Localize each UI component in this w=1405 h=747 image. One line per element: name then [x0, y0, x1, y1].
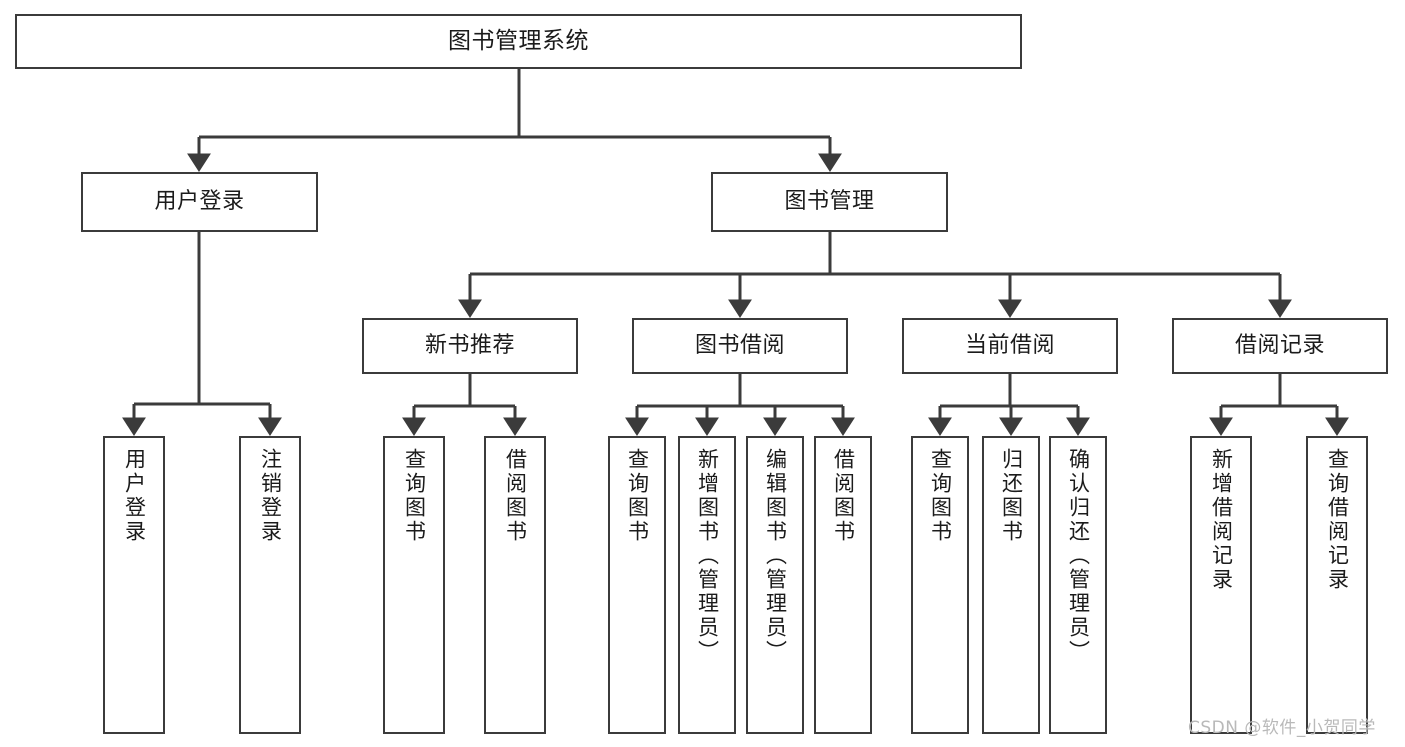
node-label: 图书借阅 [694, 332, 785, 358]
node-book-management[interactable]: 图书管理 [711, 172, 948, 232]
node-current-borrow[interactable]: 当前借阅 [902, 318, 1118, 374]
leaf-borrow-book[interactable]: 借阅图书 [814, 436, 872, 734]
leaf-user-login[interactable]: 用户登录 [103, 436, 165, 734]
node-label: 新增借阅记录 [1209, 448, 1234, 592]
node-label: 编辑图书（管理员） [763, 448, 788, 664]
node-label: 借阅图书 [831, 448, 856, 544]
node-label: 新书推荐 [424, 332, 515, 358]
node-label: 注销登录 [258, 448, 283, 544]
node-label: 用户登录 [154, 188, 245, 214]
leaf-query-borrow-record[interactable]: 查询借阅记录 [1306, 436, 1368, 734]
leaf-confirm-return-admin[interactable]: 确认归还（管理员） [1049, 436, 1107, 734]
leaf-query-book-borrow[interactable]: 查询图书 [608, 436, 666, 734]
node-label: 图书管理 [784, 188, 875, 214]
node-label: 查询图书 [402, 448, 427, 544]
node-borrow-record[interactable]: 借阅记录 [1172, 318, 1388, 374]
node-label: 归还图书 [999, 448, 1024, 544]
node-label: 用户登录 [122, 448, 147, 544]
node-label: 借阅图书 [503, 448, 528, 544]
node-label: 新增图书（管理员） [695, 448, 720, 664]
node-new-book-recommend[interactable]: 新书推荐 [362, 318, 578, 374]
node-label: 查询借阅记录 [1325, 448, 1350, 592]
leaf-query-book-recommend[interactable]: 查询图书 [383, 436, 445, 734]
node-label: 确认归还（管理员） [1066, 448, 1091, 664]
leaf-query-book-current[interactable]: 查询图书 [911, 436, 969, 734]
node-label: 当前借阅 [964, 332, 1055, 358]
node-root-system[interactable]: 图书管理系统 [15, 14, 1022, 69]
leaf-return-book[interactable]: 归还图书 [982, 436, 1040, 734]
leaf-add-book-admin[interactable]: 新增图书（管理员） [678, 436, 736, 734]
node-label: 借阅记录 [1234, 332, 1325, 358]
watermark: CSDN @软件_小贺同学 [1188, 718, 1376, 738]
node-book-borrow[interactable]: 图书借阅 [632, 318, 848, 374]
node-label: 查询图书 [625, 448, 650, 544]
leaf-edit-book-admin[interactable]: 编辑图书（管理员） [746, 436, 804, 734]
leaf-user-logout[interactable]: 注销登录 [239, 436, 301, 734]
node-user-login[interactable]: 用户登录 [81, 172, 318, 232]
node-label: 图书管理系统 [448, 27, 589, 54]
leaf-borrow-book-recommend[interactable]: 借阅图书 [484, 436, 546, 734]
leaf-add-borrow-record[interactable]: 新增借阅记录 [1190, 436, 1252, 734]
node-label: 查询图书 [928, 448, 953, 544]
